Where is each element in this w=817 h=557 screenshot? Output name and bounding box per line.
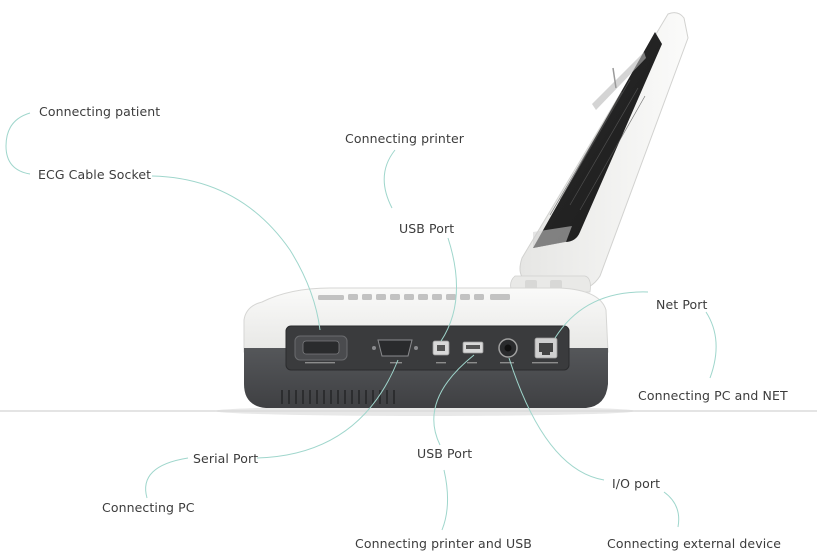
leader-serial-port [256, 359, 399, 459]
rj45-shape [534, 337, 558, 359]
leader-external-device [663, 491, 680, 528]
leader-patient-ecg [5, 112, 31, 175]
label-connecting-external-device: Connecting external device [607, 536, 782, 551]
label-usb-port-top: USB Port [399, 221, 455, 236]
leader-printer-usb-bottom [441, 469, 448, 531]
serial-port-shape [372, 339, 418, 357]
leader-ecg-socket [151, 175, 321, 331]
vent-slots [281, 390, 395, 404]
label-connecting-printer: Connecting printer [345, 131, 464, 146]
label-usb-port-bottom: USB Port [417, 446, 473, 461]
leader-lines [5, 112, 717, 531]
leader-printer-usb [383, 149, 396, 209]
port-panel [285, 325, 570, 371]
label-connecting-printer-usb: Connecting printer and USB [355, 536, 532, 551]
screen [533, 32, 662, 248]
label-serial-port: Serial Port [193, 451, 259, 466]
leader-net-port [554, 291, 649, 339]
label-connecting-pc: Connecting PC [102, 500, 195, 515]
leader-io-port [508, 357, 605, 481]
label-io-port: I/O port [612, 476, 661, 491]
leader-usb-top [440, 237, 457, 342]
label-connecting-patient: Connecting patient [39, 104, 161, 119]
leader-net-bracket [705, 311, 717, 379]
label-ecg-cable-socket: ECG Cable Socket [38, 167, 152, 182]
leader-usb-bottom [433, 354, 475, 446]
leader-connecting-pc [145, 457, 189, 499]
ecg-socket-shape [294, 335, 348, 361]
label-connecting-pc-net: Connecting PC and NET [638, 388, 788, 403]
label-net-port: Net Port [656, 297, 708, 312]
